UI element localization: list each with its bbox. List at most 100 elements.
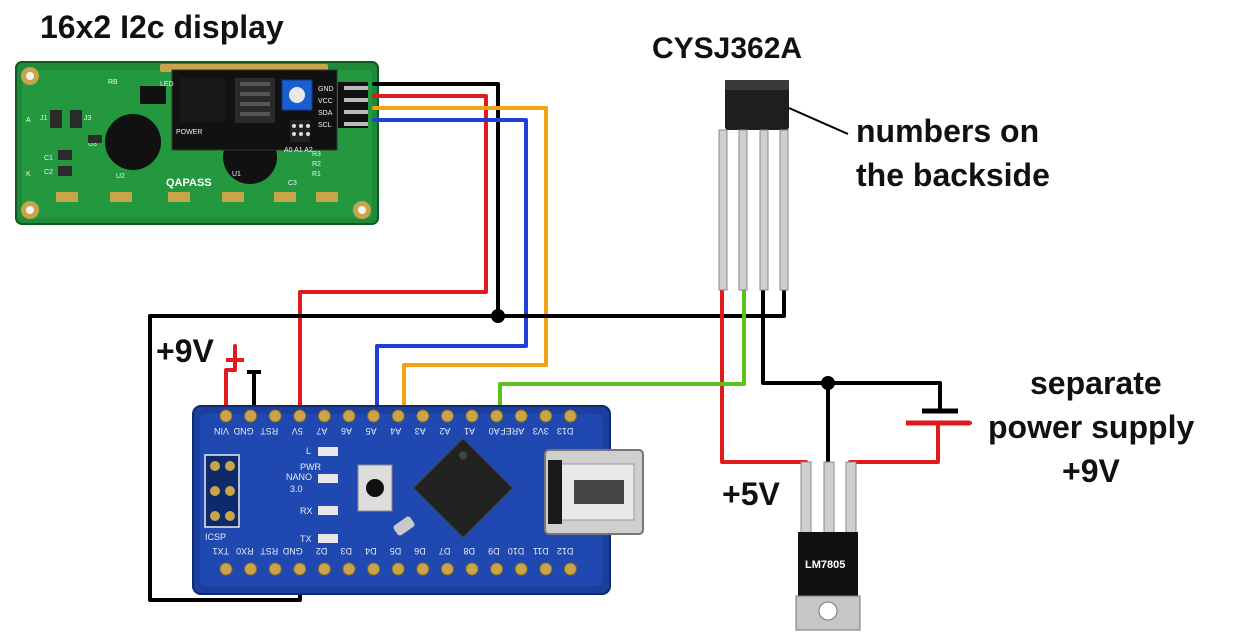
- nano-top-pad: [539, 409, 553, 423]
- lcd-mark-c2: C2: [44, 169, 53, 176]
- nano-bottom-pad: [293, 562, 307, 576]
- nano-top-pad: [219, 409, 233, 423]
- nano-top-pad: [514, 409, 528, 423]
- nano-top-pin-label: A1: [464, 426, 475, 436]
- sensor-title: CYSJ362A: [652, 32, 802, 65]
- lcd-mark-r2: R2: [312, 161, 321, 168]
- lcd-mark-r1: R1: [312, 171, 321, 178]
- separate-supply-line2: power supply: [988, 409, 1194, 445]
- lcd-mark-c1: C1: [44, 155, 53, 162]
- lcd-mark-r3: R3: [312, 151, 321, 158]
- wire-sensor-signal: [498, 288, 746, 418]
- lcd-mark-k: K: [26, 171, 31, 178]
- nano-top-pin-label: 3V3: [533, 426, 549, 436]
- nano-bottom-pin-label: D2: [316, 546, 328, 556]
- nano-top-pad: [563, 409, 577, 423]
- lcd-pin-gnd: GND: [318, 86, 334, 93]
- nano-top-pad: [367, 409, 381, 423]
- lcd-mark-j3: J3: [84, 115, 92, 122]
- nano-top-pad: [268, 409, 282, 423]
- regulator-output-label: +5V: [722, 476, 780, 512]
- sensor-note-line2: the backside: [856, 157, 1050, 193]
- nano-bottom-pad: [465, 562, 479, 576]
- lcd-mark-a: A: [26, 117, 31, 124]
- nano-top-pad: [342, 409, 356, 423]
- nano-text-l: L: [306, 446, 311, 456]
- nano-top-pin-label: VIN: [214, 426, 229, 436]
- nano-text-rx: RX: [300, 506, 313, 516]
- wire-lcd-vcc: [298, 94, 488, 418]
- lcd-mark-u2: U2: [116, 173, 125, 180]
- nano-top-pad: [440, 409, 454, 423]
- lcd-mark-j1: J1: [40, 115, 48, 122]
- lcd-mark-address: A0 A1 A2: [284, 147, 313, 154]
- nano-bottom-pad: [490, 562, 504, 576]
- nano-text-pwr: PWR: [300, 462, 321, 472]
- nano-text-model: NANO: [286, 472, 312, 482]
- nano-text-tx: TX: [300, 534, 312, 544]
- nano-top-pin-label: A3: [415, 426, 426, 436]
- wire-sensor-gnd: [761, 288, 942, 413]
- junction-dot: [491, 309, 505, 323]
- wire-lcd-gnd: [372, 82, 500, 318]
- lcd-brand: QAPASS: [166, 177, 212, 189]
- nano-bottom-pad: [514, 562, 528, 576]
- nano-top-pad: [293, 409, 307, 423]
- nano-bottom-pin-label: D5: [390, 546, 402, 556]
- nano-bottom-pad: [367, 562, 381, 576]
- lcd-mark-power: POWER: [176, 129, 202, 136]
- nano-top-pin-label: A6: [341, 426, 352, 436]
- lcd-mark-u1: U1: [232, 171, 241, 178]
- nano-bottom-pin-label: D7: [439, 546, 451, 556]
- nano-bottom-pad: [244, 562, 258, 576]
- nano-top-pin-label: D13: [557, 426, 574, 436]
- nano-top-pad: [416, 409, 430, 423]
- nano-bottom-pin-label: D10: [508, 546, 525, 556]
- lcd-mark-rb: RB: [108, 79, 118, 86]
- nano-bottom-pin-label: D4: [365, 546, 377, 556]
- lcd-mark-u3: U3: [88, 141, 97, 148]
- nano-text-version: 3.0: [290, 484, 303, 494]
- nano-bottom-pad: [440, 562, 454, 576]
- separate-supply-line3: +9V: [1062, 453, 1120, 489]
- nano-top-pin-label: AREF: [500, 426, 525, 436]
- wire-lcd-sda: [372, 106, 548, 418]
- battery-separate-symbol: [906, 408, 970, 426]
- nano-top-pin-label: A7: [316, 426, 327, 436]
- lm7805-regulator: LM7805: [795, 461, 861, 631]
- lcd-pin-sda: SDA: [318, 110, 333, 117]
- wire-reg-in: [848, 421, 972, 464]
- nano-bottom-pin-label: D3: [340, 546, 352, 556]
- nano-top-pin-label: A5: [366, 426, 377, 436]
- display-title: 16x2 I2c display: [40, 9, 284, 45]
- lcd-module: GND VCC SDA SCL LED POWER RB A0 A1 A2 U1…: [15, 61, 379, 225]
- nano-bottom-pad: [342, 562, 356, 576]
- nano-bottom-pad: [219, 562, 233, 576]
- nano-mcu-chip: [412, 437, 514, 539]
- lcd-mark-led: LED: [160, 81, 174, 88]
- nano-top-pad: [490, 409, 504, 423]
- regulator-part-label: LM7805: [805, 559, 845, 571]
- nano-bottom-pin-label: D8: [463, 546, 475, 556]
- nano-bottom-pad: [563, 562, 577, 576]
- sensor-note-line1: numbers on: [856, 113, 1039, 149]
- battery-9v-symbol: [226, 358, 261, 374]
- wire-sensor-5v: [720, 288, 808, 464]
- nano-bottom-pin-label: RST: [260, 546, 279, 556]
- nano-bottom-pad: [539, 562, 553, 576]
- nano-bottom-pin-label: D12: [557, 546, 574, 556]
- hall-sensor: [718, 80, 849, 291]
- junction-dot: [821, 376, 835, 390]
- wire-lcd-scl: [372, 118, 528, 418]
- nano-top-pin-label: A4: [390, 426, 401, 436]
- vin-supply-label: +9V: [156, 333, 214, 369]
- nano-top-pad: [244, 409, 258, 423]
- nano-bottom-pin-label: D11: [533, 546, 549, 556]
- lcd-pin-scl: SCL: [318, 122, 332, 129]
- nano-bottom-pin-label: RX0: [236, 546, 254, 556]
- nano-top-pad: [317, 409, 331, 423]
- nano-top-pin-label: A2: [439, 426, 450, 436]
- nano-bottom-pad: [268, 562, 282, 576]
- nano-top-pad: [465, 409, 479, 423]
